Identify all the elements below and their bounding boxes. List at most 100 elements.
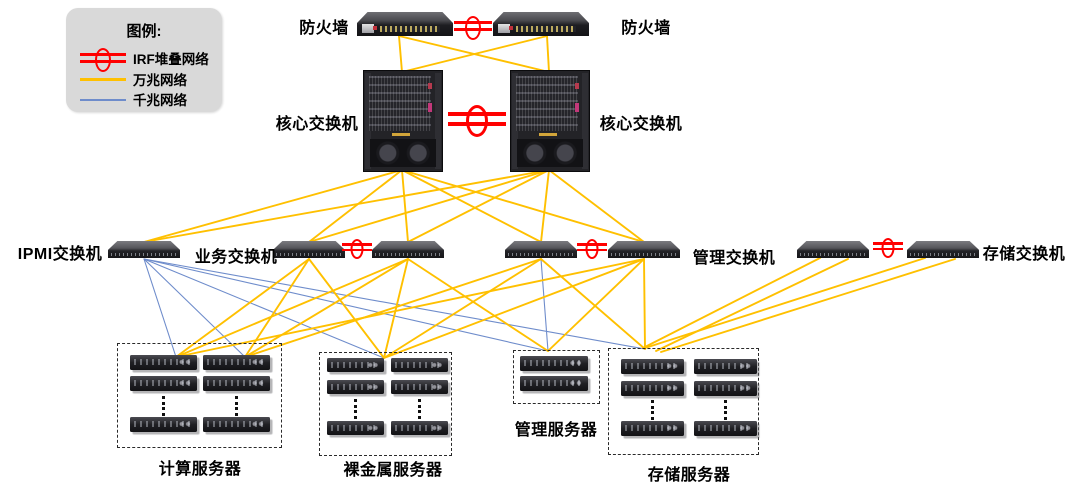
network-link xyxy=(401,169,409,243)
network-link xyxy=(143,258,246,358)
irf-mgmt-switches xyxy=(577,239,607,259)
firewall-1-device xyxy=(357,12,453,36)
ipmi-switch-device xyxy=(108,241,180,258)
network-link xyxy=(143,258,385,359)
network-link xyxy=(308,169,403,243)
biz-switch-1-device xyxy=(273,241,345,258)
legend-item-1g: 千兆网络 xyxy=(80,91,187,108)
network-link xyxy=(407,258,549,352)
legend-item-irf: IRF堆叠网络 xyxy=(80,48,209,72)
network-link xyxy=(175,258,645,358)
server-unit xyxy=(520,376,588,391)
irf-biz-switches xyxy=(342,239,372,259)
network-link xyxy=(642,257,821,349)
server-unit xyxy=(621,381,684,396)
legend-title: 图例: xyxy=(126,23,162,40)
network-link xyxy=(143,258,646,350)
label-core-left: 核心交换机 xyxy=(275,116,359,133)
network-link xyxy=(407,169,550,243)
ten-gig-line-sample-icon xyxy=(80,72,126,86)
ellipsis-dots xyxy=(161,396,165,416)
irf-stor-switches xyxy=(873,238,903,258)
network-link xyxy=(401,35,548,73)
label-mgmt-switch: 管理交换机 xyxy=(692,250,776,267)
label-ipmi-switch: IPMI交换机 xyxy=(17,246,103,263)
server-unit xyxy=(694,381,757,396)
network-link xyxy=(383,258,542,359)
irf-core-switches xyxy=(448,105,506,137)
irf-firewalls xyxy=(454,16,492,40)
label-compute-servers: 计算服务器 xyxy=(158,461,242,478)
server-unit xyxy=(130,417,197,432)
network-link xyxy=(244,258,542,358)
network-link xyxy=(143,258,177,358)
ellipsis-dots xyxy=(353,399,357,419)
label-mgmt-servers: 管理服务器 xyxy=(514,422,598,439)
network-link xyxy=(175,258,409,358)
network-link xyxy=(383,258,645,359)
server-unit xyxy=(130,376,197,391)
compute-group-box xyxy=(117,343,282,448)
legend-item-label: 千兆网络 xyxy=(133,93,187,108)
label-business-switch: 业务交换机 xyxy=(194,249,278,266)
network-link xyxy=(143,169,550,243)
server-unit xyxy=(327,380,384,394)
stor-switch-1-device xyxy=(797,241,869,258)
biz-switch-2-device xyxy=(372,241,444,258)
ellipsis-dots xyxy=(650,400,654,420)
server-unit xyxy=(203,355,270,370)
legend-item-label: 万兆网络 xyxy=(133,73,187,88)
network-link xyxy=(244,258,409,358)
server-unit xyxy=(694,421,757,436)
server-unit xyxy=(621,421,684,436)
network-link xyxy=(546,35,550,73)
server-unit xyxy=(391,358,448,372)
network-link xyxy=(540,258,646,350)
server-unit xyxy=(130,355,197,370)
network-link xyxy=(548,169,645,243)
label-storage-switch: 存储交换机 xyxy=(982,246,1066,263)
core-switch-2-device xyxy=(510,70,590,172)
core-switch-1-device xyxy=(363,70,443,172)
legend-box: 图例: IRF堆叠网络 万兆网络 千兆网络 xyxy=(66,8,222,112)
stor-switch-2-device xyxy=(907,241,979,258)
server-unit xyxy=(694,359,757,374)
firewall-2-device xyxy=(493,12,589,36)
network-link xyxy=(383,258,409,359)
network-link xyxy=(660,258,956,353)
server-unit xyxy=(391,380,448,394)
network-link xyxy=(143,169,403,243)
network-link xyxy=(643,258,646,350)
label-firewall-left: 防火墙 xyxy=(299,20,349,37)
network-link xyxy=(308,258,385,359)
server-unit xyxy=(203,417,270,432)
legend-item-label: IRF堆叠网络 xyxy=(133,52,209,67)
server-unit xyxy=(391,421,448,435)
mgmt-group-box xyxy=(513,350,600,404)
server-unit xyxy=(327,358,384,372)
label-baremetal-servers: 裸金属服务器 xyxy=(343,462,443,479)
label-storage-servers: 存储服务器 xyxy=(647,467,731,484)
label-core-right: 核心交换机 xyxy=(599,116,683,133)
ellipsis-dots xyxy=(723,400,727,420)
network-link xyxy=(644,257,926,349)
network-link xyxy=(540,258,549,352)
baremetal-group-box xyxy=(319,352,452,456)
ellipsis-dots xyxy=(234,396,238,416)
network-link xyxy=(175,258,310,358)
server-unit xyxy=(203,376,270,391)
mgmt-switch-1-device xyxy=(505,241,577,258)
network-link xyxy=(655,258,849,352)
network-link xyxy=(398,35,403,73)
network-link xyxy=(401,169,542,243)
legend-item-10g: 万兆网络 xyxy=(80,71,187,88)
ellipsis-dots xyxy=(417,399,421,419)
server-unit xyxy=(327,421,384,435)
network-link xyxy=(143,258,549,352)
network-link xyxy=(401,169,645,243)
network-link xyxy=(540,169,550,243)
mgmt-switch-2-device xyxy=(608,241,680,258)
one-gig-line-sample-icon xyxy=(80,92,126,106)
